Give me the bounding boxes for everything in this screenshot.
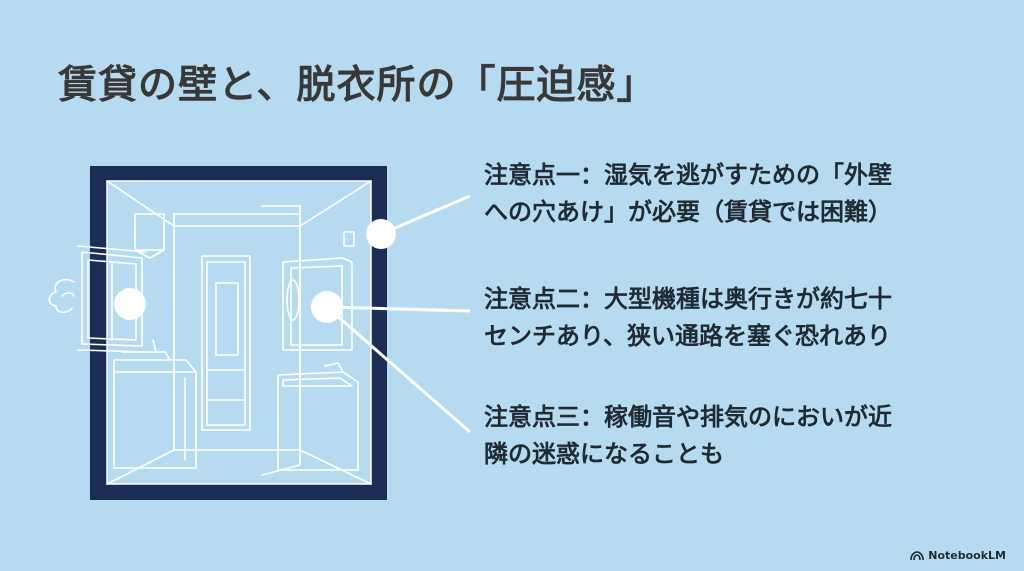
brand-watermark: NotebookLM — [910, 549, 1006, 562]
note-2: 注意点二：大型機種は奥行きが約七十 センチあり、狭い通路を塞ぐ恐れあり — [484, 281, 1004, 355]
wall-vent — [343, 231, 355, 247]
note-2-line-2: センチあり、狭い通路を塞ぐ恐れあり — [484, 322, 892, 350]
page-title: 賃貸の壁と、脱衣所の「圧迫感」 — [58, 63, 657, 108]
dryer-unit — [282, 257, 353, 351]
note-1-line-2: への穴あけ」が必要（賃貸では困難） — [484, 198, 892, 226]
perspective-edges — [106, 180, 372, 485]
note-2-line-1: 注意点二：大型機種は奥行きが約七十 — [484, 285, 892, 313]
callout-marker-dryer — [311, 291, 343, 323]
left-window — [81, 251, 143, 347]
notebooklm-logo-icon — [910, 550, 925, 560]
note-1: 注意点一：湿気を逃がすための「外壁 への穴あけ」が必要（賃貸では困難） — [484, 157, 1004, 231]
washing-machine — [277, 371, 359, 471]
wall-cabinet — [134, 213, 165, 259]
room-interior — [106, 180, 372, 485]
sink-counter — [113, 359, 197, 469]
callout-marker-vent — [366, 219, 396, 249]
callout-line-1 — [380, 194, 471, 236]
brand-label: NotebookLM — [928, 549, 1006, 562]
callout-line-2 — [326, 305, 471, 313]
note-3: 注意点三：稼働音や排気のにおいが近 隣の迷惑になることも — [484, 399, 1004, 473]
callout-line-3 — [326, 305, 471, 434]
callout-marker-window — [114, 288, 146, 320]
note-3-line-2: 隣の迷惑になることも — [484, 440, 724, 468]
note-3-line-1: 注意点三：稼働音や排気のにおいが近 — [484, 403, 892, 431]
steam-exhaust-icon — [48, 278, 75, 314]
note-1-line-1: 注意点一：湿気を逃がすための「外壁 — [484, 161, 892, 189]
